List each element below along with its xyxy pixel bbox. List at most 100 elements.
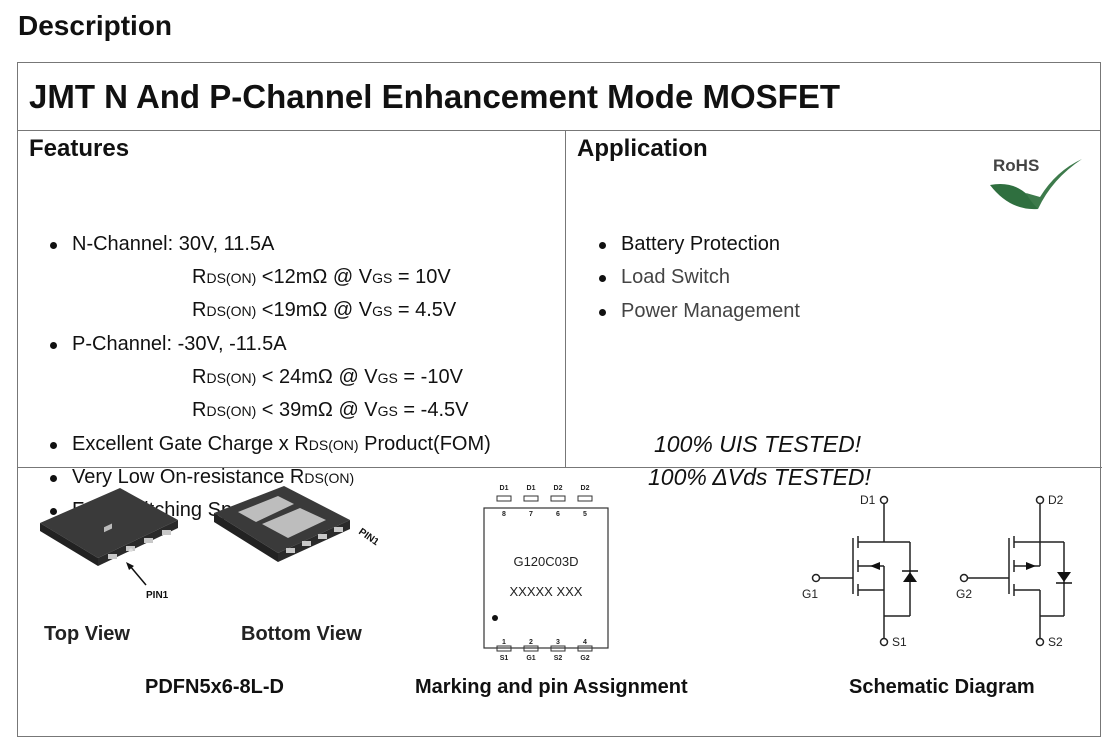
diode-icon (903, 572, 917, 582)
product-title: JMT N And P-Channel Enhancement Mode MOS… (29, 78, 840, 115)
vgs-value: = -10V (397, 366, 463, 388)
bottom-view-label: Bottom View (241, 623, 362, 645)
pin1-label: PIN1 (356, 526, 378, 548)
pin-label: D2 (581, 485, 590, 492)
vgs-value: = -4.5V (397, 399, 469, 421)
pin-number: 5 (583, 511, 587, 518)
bullet (50, 475, 57, 482)
rds-value: <19mΩ @ V (256, 299, 373, 321)
bullet (599, 242, 606, 249)
package-section: PIN1 PIN1 Top View Bottom View PDFN5x6-8 (18, 468, 1100, 736)
top-view-package: PIN1 (40, 488, 178, 601)
r-symbol: R (192, 366, 207, 388)
gs-subscript: GS (372, 303, 393, 319)
rds-subscript: DS(ON) (206, 270, 257, 286)
vgs-value: = 4.5V (392, 299, 457, 321)
marking-diagram: D1 D1 D2 D2 8 7 6 5 1 2 3 4 S1 G1 S2 G2 (483, 485, 609, 662)
pin-number: 7 (529, 511, 533, 518)
application-item: Power Management (621, 300, 800, 322)
title-row: JMT N And P-Channel Enhancement Mode MOS… (18, 63, 1100, 131)
d1-label: D1 (860, 493, 876, 507)
vgs-value: = 10V (392, 266, 451, 288)
rds-subscript: DS(ON) (206, 403, 257, 419)
pin-label: D1 (500, 485, 509, 492)
top-view-label: Top View (44, 623, 130, 645)
rohs-logo: RoHS (990, 156, 1082, 210)
p-arrow-icon (1026, 562, 1036, 570)
g2-label: G2 (956, 587, 972, 601)
uis-tested: 100% UIS TESTED! (654, 431, 862, 457)
bullet (50, 242, 57, 249)
r-symbol: R (192, 266, 207, 288)
application-item: Load Switch (621, 266, 730, 288)
application-item: Battery Protection (621, 233, 780, 255)
s2-label: S2 (1048, 635, 1063, 649)
application-panel: Application Battery Protection Load Swit… (566, 131, 1102, 490)
feature-n-channel: N-Channel: 30V, 11.5A (72, 233, 275, 255)
bullet (599, 309, 606, 316)
pin-number: 3 (556, 639, 560, 646)
pin-label: S2 (554, 655, 563, 662)
rds-subscript: DS(ON) (206, 303, 257, 319)
feature-low-resistance: Very Low On-resistance RDS(ON) (72, 466, 354, 489)
rds-subscript: DS(ON) (308, 437, 359, 453)
vds-tested: 100% ΔVds TESTED! (648, 464, 871, 490)
bullet (50, 342, 57, 349)
gs-subscript: GS (377, 370, 398, 386)
application-heading: Application (577, 135, 708, 162)
features-panel: Features N-Channel: 30V, 11.5A RDS(ON) <… (18, 131, 566, 521)
marking-part-number: G120C03D (513, 554, 578, 569)
d2-label: D2 (1048, 493, 1064, 507)
pin-number: 1 (502, 639, 506, 646)
feature-n-rds-4-5v: RDS(ON) <19mΩ @ VGS = 4.5V (192, 299, 456, 322)
bullet (50, 442, 57, 449)
description-frame: JMT N And P-Channel Enhancement Mode MOS… (17, 62, 1102, 737)
rds-value: < 24mΩ @ V (256, 366, 378, 388)
s1-label: S1 (892, 635, 907, 649)
schematic-caption: Schematic Diagram (849, 676, 1035, 698)
leaf-icon (990, 184, 1038, 210)
pin-label: S1 (500, 655, 509, 662)
pin1-dot (492, 615, 498, 621)
pin-number: 6 (556, 511, 560, 518)
rds-value: < 39mΩ @ V (256, 399, 378, 421)
pin-number: 2 (529, 639, 533, 646)
low-res-text: Very Low On-resistance R (72, 466, 305, 488)
gate-charge-text-end: Product(FOM) (358, 433, 491, 455)
pin-label: D1 (527, 485, 536, 492)
rds-subscript: DS(ON) (206, 370, 257, 386)
pin-label: G1 (526, 655, 535, 662)
marking-caption: Marking and pin Assignment (415, 676, 688, 698)
feature-n-rds-10v: RDS(ON) <12mΩ @ VGS = 10V (192, 266, 451, 289)
r-symbol: R (192, 299, 207, 321)
marking-date-code: XXXXX XXX (510, 584, 583, 599)
features-heading: Features (29, 135, 130, 162)
rohs-text: RoHS (993, 156, 1039, 175)
schematic-diagram: D1 G1 S1 D2 G2 S2 (802, 493, 1072, 649)
pin-label: G2 (580, 655, 589, 662)
g1-label: G1 (802, 587, 818, 601)
n-arrow-icon (870, 562, 880, 570)
section-heading: Description (18, 10, 173, 41)
r-symbol: R (192, 399, 207, 421)
feature-p-rds-4-5v: RDS(ON) < 39mΩ @ VGS = -4.5V (192, 399, 468, 422)
rds-value: <12mΩ @ V (256, 266, 373, 288)
package-caption: PDFN5x6-8L-D (145, 676, 284, 698)
pin1-label: PIN1 (146, 590, 169, 601)
gs-subscript: GS (377, 403, 398, 419)
package-views: PIN1 PIN1 (40, 486, 378, 601)
feature-gate-charge: Excellent Gate Charge x RDS(ON) Product(… (72, 433, 491, 456)
gs-subscript: GS (372, 270, 393, 286)
diode-icon (1057, 572, 1071, 582)
feature-p-channel: P-Channel: -30V, -11.5A (72, 333, 287, 355)
pin-label: D2 (554, 485, 563, 492)
bullet (50, 508, 57, 515)
bullet (599, 275, 606, 282)
pin-number: 4 (583, 639, 587, 646)
rds-subscript: DS(ON) (304, 470, 355, 486)
bottom-view-package: PIN1 (214, 486, 378, 562)
chip-outline (483, 507, 609, 649)
pin-number: 8 (502, 511, 506, 518)
feature-p-rds-10v: RDS(ON) < 24mΩ @ VGS = -10V (192, 366, 463, 389)
gate-charge-text: Excellent Gate Charge x R (72, 433, 309, 455)
